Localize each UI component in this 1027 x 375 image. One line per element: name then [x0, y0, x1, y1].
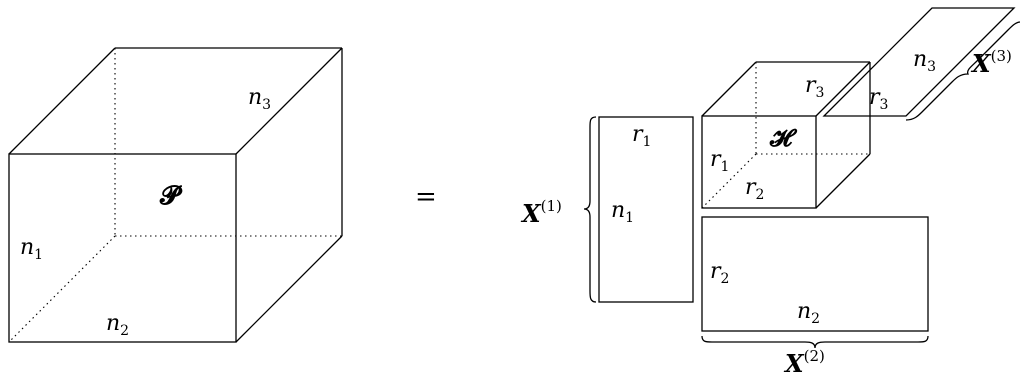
factor-x3-r3-label: r3: [869, 85, 888, 113]
core-tensor-h-symbol: 𝓗: [769, 123, 798, 152]
core-front-face: [701, 115, 817, 209]
factor-x2-n2-label: n2: [797, 299, 820, 327]
core-bottom-right-edge: [815, 153, 871, 209]
cube-front-face: [8, 153, 237, 343]
factor-x1-r1-label: r1: [632, 122, 651, 150]
factor-x2-name: X(2): [783, 347, 825, 375]
cube-dim-n1-label: n1: [20, 235, 43, 263]
cube-bottom-right-edge: [235, 235, 343, 343]
cube-dim-n3-label: n3: [248, 85, 271, 113]
factor-matrix-x1: r1 n1 X(1): [520, 116, 694, 303]
core-top-left-edge: [701, 61, 757, 117]
factor-x2-r2-label: r2: [710, 259, 729, 287]
tensor-p-symbol: 𝓟: [159, 181, 183, 211]
factor-x3-n3-label: n3: [913, 47, 936, 75]
factor-matrix-x2: r2 n2 X(2): [701, 216, 929, 375]
cube-top-right-edge: [235, 47, 343, 155]
factor-x2-brace: [701, 335, 929, 349]
core-r2-label: r2: [745, 175, 764, 203]
factor-x3-parallelogram: [822, 7, 1016, 117]
factor-x1-brace: [583, 116, 597, 303]
core-top-right-edge: [815, 61, 871, 117]
core-r1-label: r1: [710, 147, 729, 175]
core-r3-label: r3: [805, 73, 824, 101]
tensor-p-cube: 𝓟 n1 n2 n3: [8, 47, 343, 343]
factor-x3-brace: [905, 21, 1021, 121]
equals-sign: =: [415, 182, 437, 212]
factor-x1-rect: [598, 116, 694, 303]
factor-x1-name: X(1): [520, 197, 562, 228]
cube-top-left-edge: [8, 47, 116, 155]
factor-x3-name: X(3): [970, 47, 1012, 78]
factor-x2-rect: [701, 216, 929, 332]
cube-dim-n2-label: n2: [106, 311, 129, 339]
factor-matrix-x3: r3 n3 X(3): [822, 7, 1021, 121]
core-tensor-h-cube: 𝓗 r3 r1 r2: [701, 61, 871, 209]
factor-x1-n1-label: n1: [611, 198, 634, 226]
